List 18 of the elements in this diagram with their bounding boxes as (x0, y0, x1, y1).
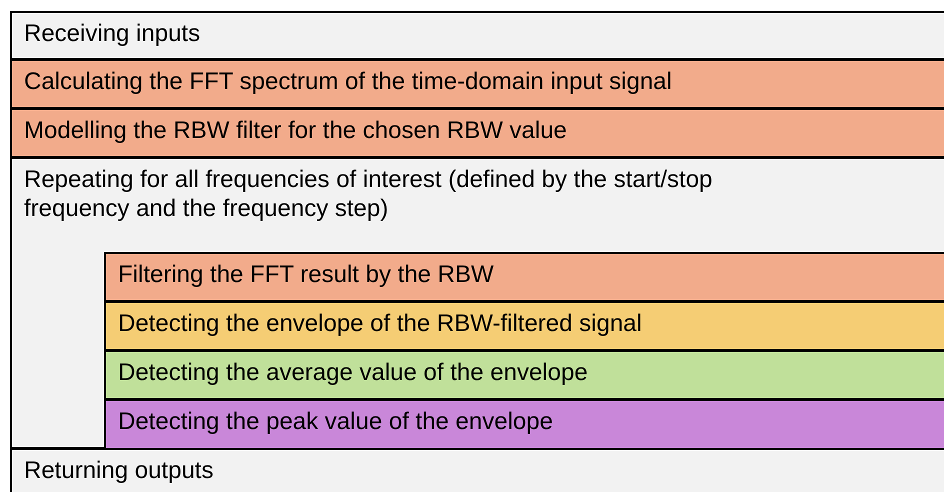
step-text: Calculating the FFT spectrum of the time-domain input signal (24, 67, 672, 96)
process-box (104, 399, 944, 450)
process-box (10, 448, 944, 492)
process-box (10, 11, 944, 60)
step-text: Detecting the envelope of the RBW-filtered signal (118, 309, 642, 338)
step-text: Returning outputs (24, 456, 214, 485)
step-text: Detecting the average value of the envelope (118, 358, 588, 387)
loop-box (10, 157, 944, 449)
step-text: Repeating for all frequencies of interest (defined by the start/stop frequency and the frequency step) (24, 165, 714, 223)
process-box (10, 59, 944, 109)
process-box (104, 252, 944, 302)
process-box (10, 108, 944, 158)
step-text: Detecting the peak value of the envelope (118, 407, 553, 436)
process-box (104, 301, 944, 351)
step-text: Receiving inputs (24, 19, 200, 48)
step-text: Filtering the FFT result by the RBW (118, 260, 494, 289)
step-text: Modelling the RBW filter for the chosen RBW value (24, 116, 567, 145)
process-box (104, 350, 944, 400)
